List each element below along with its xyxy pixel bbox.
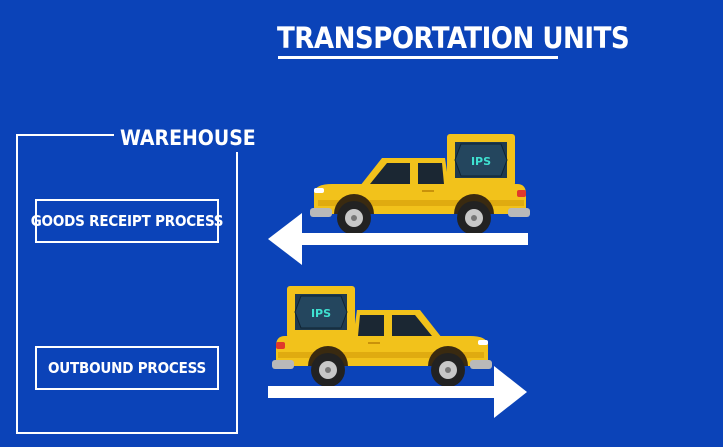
inbound-truck: IPS — [309, 132, 531, 236]
warehouse-label: WAREHOUSE — [114, 124, 262, 152]
outbound-arrow — [268, 366, 527, 418]
goods-receipt-process-box: GOODS RECEIPT PROCESS — [31, 199, 224, 243]
truck-logo-text: IPS — [311, 307, 331, 320]
outbound-process-box: OUTBOUND PROCESS — [35, 346, 219, 390]
inbound-arrow — [268, 213, 528, 265]
truck-logo-text: IPS — [471, 155, 491, 168]
outbound-truck — [271, 284, 493, 388]
title-underline — [278, 56, 558, 59]
